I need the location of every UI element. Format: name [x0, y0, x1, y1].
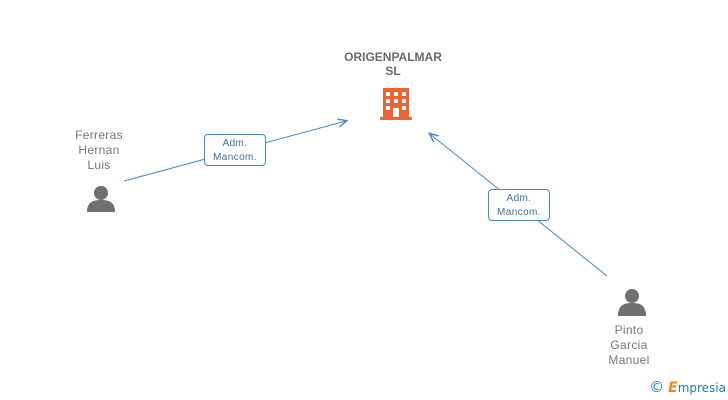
person-name[interactable]: Pinto Garcia Manuel	[608, 323, 650, 367]
building-icon[interactable]	[380, 88, 412, 120]
person-name[interactable]: Ferreras Hernan Luis	[75, 128, 123, 172]
edge-role-label: Adm. Mancom.	[204, 134, 266, 166]
copyright-icon: ©	[649, 378, 665, 396]
brand-initial: E	[668, 380, 678, 396]
edge-role-label: Adm. Mancom.	[488, 189, 550, 221]
brand-footer[interactable]: ©Empresia	[649, 378, 726, 396]
person-icon[interactable]	[618, 289, 646, 316]
brand-name: mpresia	[677, 381, 726, 395]
company-name[interactable]: ORIGENPALMAR SL	[344, 50, 442, 78]
person-icon[interactable]	[87, 186, 115, 212]
